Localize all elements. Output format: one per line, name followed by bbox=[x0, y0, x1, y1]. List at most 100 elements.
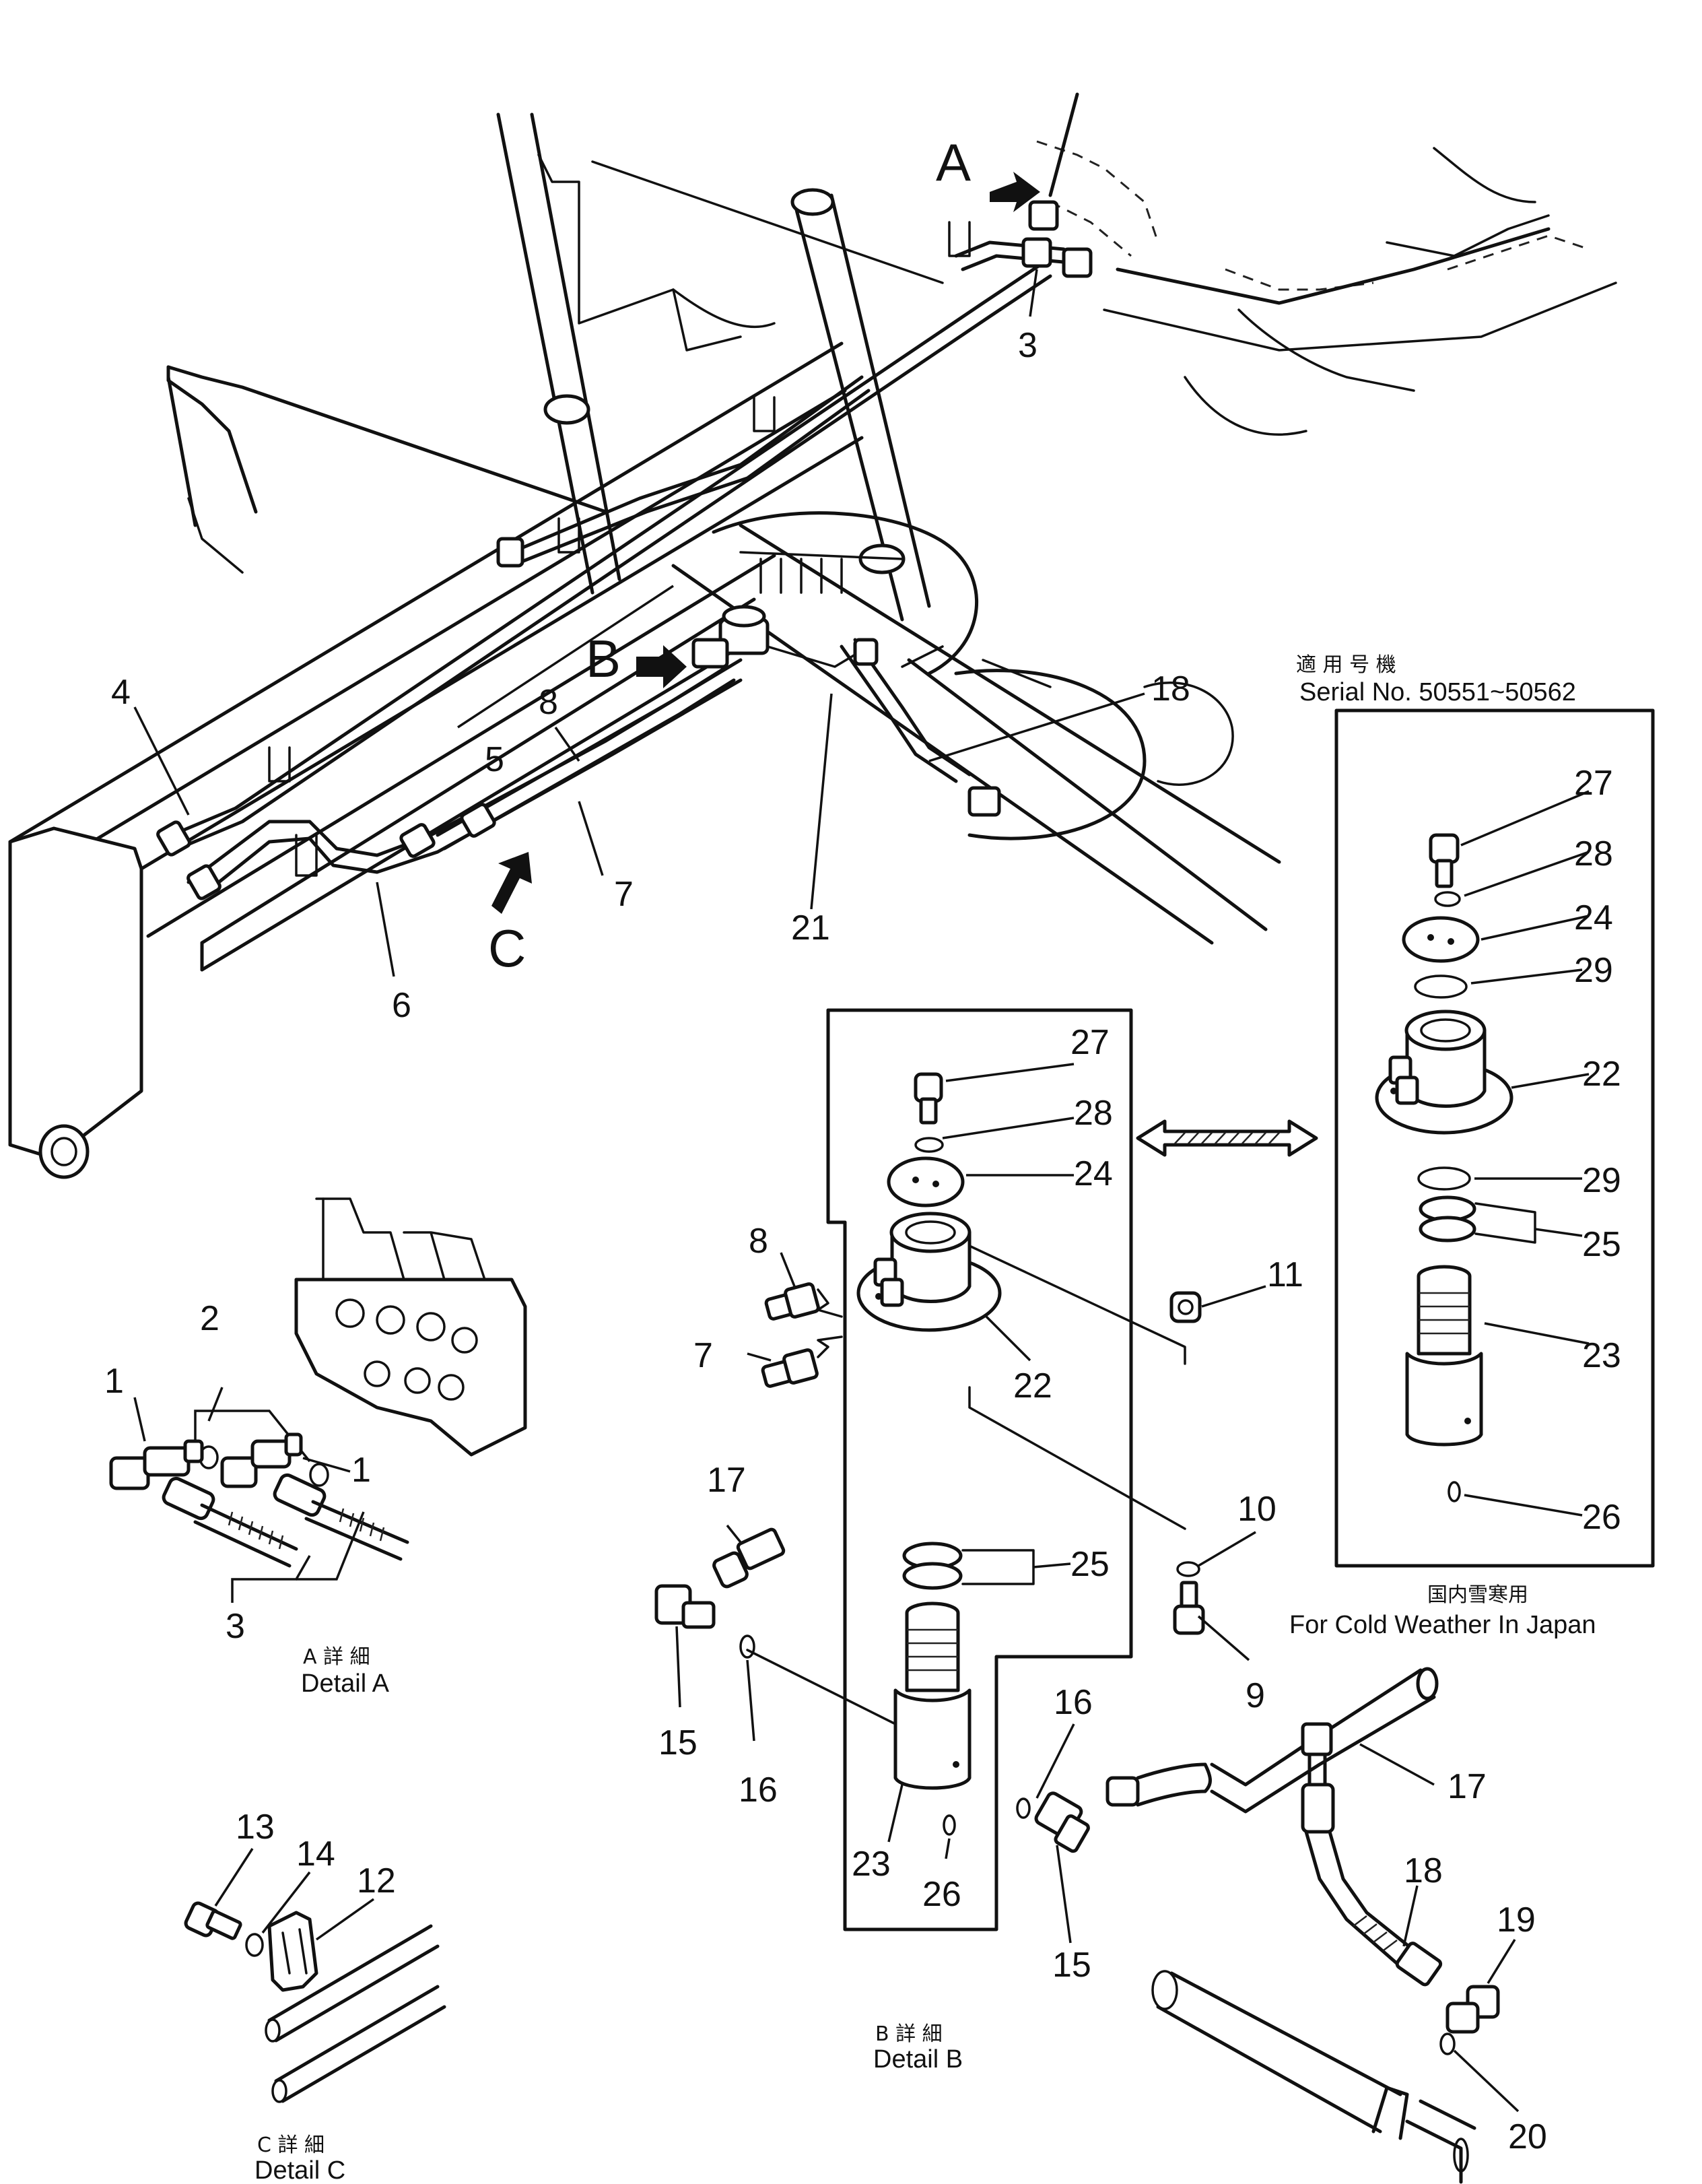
o-ring bbox=[1414, 974, 1468, 999]
callout-10: 10 bbox=[1237, 1490, 1276, 1529]
callout-17: 17 bbox=[1448, 1767, 1487, 1806]
o-ring bbox=[1439, 2032, 1456, 2055]
cold-weather-caption-jp: 国内雪寒用 bbox=[1427, 1583, 1528, 1607]
cylinder bbox=[1151, 1970, 1476, 2184]
callout-26: 26 bbox=[922, 1875, 961, 1914]
callout-13: 13 bbox=[236, 1808, 275, 1847]
view-marker-a: A bbox=[936, 133, 971, 192]
hose-assembly-view: 16 15 17 18 19 20 bbox=[1016, 1667, 1547, 2184]
pipe-tee bbox=[1105, 1667, 1439, 1814]
cold-weather-caption: For Cold Weather In Japan bbox=[1289, 1611, 1596, 1639]
callout-2: 2 bbox=[200, 1299, 219, 1338]
swivel-joint-block bbox=[691, 605, 944, 669]
bolt bbox=[1429, 833, 1460, 888]
bolt bbox=[1173, 1581, 1205, 1635]
moldboard-blade bbox=[166, 365, 608, 574]
cold-weather-frame bbox=[1334, 708, 1655, 1568]
view-marker-b: B bbox=[586, 629, 621, 688]
detail-b-frame bbox=[826, 1008, 1133, 1931]
spindle bbox=[893, 1601, 972, 1790]
callout-18: 18 bbox=[1151, 669, 1190, 708]
o-ring bbox=[739, 1634, 755, 1659]
adapter-fitting bbox=[764, 1282, 820, 1321]
callout-22: 22 bbox=[1582, 1055, 1621, 1094]
view-arrow-b bbox=[636, 645, 687, 688]
callout-25: 25 bbox=[1070, 1545, 1110, 1584]
hose-assembly bbox=[162, 1476, 298, 1568]
callout-24: 24 bbox=[1074, 1154, 1113, 1193]
detail-a-caption-jp: A 詳 細 bbox=[303, 1645, 370, 1669]
bolt bbox=[914, 1072, 943, 1125]
view-arrow-c bbox=[491, 852, 532, 914]
callout-4: 4 bbox=[111, 673, 131, 712]
serial-number: Serial No. 50551~50562 bbox=[1299, 678, 1576, 706]
lock-washer bbox=[1434, 891, 1461, 907]
callout-5: 5 bbox=[485, 740, 504, 779]
callout-18: 18 bbox=[1404, 1851, 1443, 1890]
detail-b: 27 28 24 8 7 22 11 10 9 17 25 15 16 23 2… bbox=[654, 1008, 1303, 2074]
view-marker-c: C bbox=[488, 919, 526, 978]
callout-3: 3 bbox=[226, 1607, 245, 1646]
rear-frame bbox=[537, 92, 1617, 786]
spindle bbox=[1405, 1265, 1483, 1447]
callout-23: 23 bbox=[1582, 1336, 1621, 1375]
detail-c-caption-jp: C 詳 細 bbox=[257, 2133, 325, 2157]
o-ring bbox=[309, 1463, 329, 1487]
elbow-fitting bbox=[654, 1584, 716, 1629]
detail-b-caption-jp: B 詳 細 bbox=[875, 2022, 943, 2046]
callout-28: 28 bbox=[1074, 1094, 1113, 1133]
callout-12: 12 bbox=[357, 1861, 396, 1900]
callout-7: 7 bbox=[693, 1336, 713, 1375]
plug bbox=[1169, 1291, 1202, 1323]
lift-cylinders bbox=[496, 112, 931, 622]
seal-rings bbox=[1419, 1195, 1476, 1243]
callout-11: 11 bbox=[1267, 1255, 1303, 1294]
swivel-body bbox=[1375, 1010, 1513, 1135]
main-assembly-view: A B C 3 4 5 8 7 6 21 18 bbox=[8, 92, 1617, 1179]
front-block bbox=[8, 826, 143, 1179]
cold-weather-variant: 適 用 号 機 Serial No. 50551~50562 bbox=[1289, 653, 1655, 1639]
detail-c-caption: Detail C bbox=[254, 2156, 345, 2184]
callout-16: 16 bbox=[739, 1771, 778, 1810]
lock-washer bbox=[1176, 1561, 1200, 1577]
elbow-fitting bbox=[109, 1439, 204, 1490]
washer bbox=[245, 1933, 264, 1957]
o-ring bbox=[1417, 1166, 1471, 1191]
callout-17: 17 bbox=[707, 1461, 746, 1500]
callout-24: 24 bbox=[1574, 898, 1613, 937]
detail-a: 2 1 1 3 A 詳 細 Detail A bbox=[104, 1197, 527, 1698]
callout-22: 22 bbox=[1013, 1366, 1052, 1405]
callout-1: 1 bbox=[351, 1451, 371, 1490]
bolt bbox=[184, 1901, 242, 1940]
detail-c: 13 14 12 C 詳 細 Detail C bbox=[184, 1808, 446, 2184]
callout-15: 15 bbox=[1052, 1946, 1091, 1985]
circle-turntable bbox=[712, 511, 1147, 840]
callout-29: 29 bbox=[1582, 1161, 1621, 1200]
callout-6: 6 bbox=[392, 986, 411, 1025]
set-screw bbox=[1448, 1481, 1461, 1502]
elbow-fitting bbox=[220, 1432, 303, 1488]
callout-14: 14 bbox=[296, 1834, 335, 1874]
callout-9: 9 bbox=[1246, 1676, 1265, 1715]
view-arrow-a bbox=[990, 172, 1040, 212]
callout-3: 3 bbox=[1018, 326, 1037, 365]
callout-29: 29 bbox=[1574, 951, 1613, 990]
callout-25: 25 bbox=[1582, 1225, 1621, 1264]
callout-8: 8 bbox=[749, 1222, 768, 1261]
retainer-plate bbox=[1402, 916, 1480, 963]
tube-pair bbox=[265, 1924, 446, 2103]
adapter-fitting bbox=[761, 1348, 819, 1388]
callout-19: 19 bbox=[1497, 1900, 1536, 1940]
set-screw bbox=[943, 1814, 956, 1836]
callout-20: 20 bbox=[1508, 2117, 1547, 2156]
seal-rings bbox=[902, 1542, 963, 1590]
interchange-arrow bbox=[1136, 1119, 1318, 1157]
hose-fitting bbox=[712, 1527, 786, 1589]
callout-15: 15 bbox=[658, 1723, 697, 1762]
control-valve bbox=[294, 1197, 527, 1457]
hydraulic-tube-lines bbox=[156, 200, 1093, 900]
callout-16: 16 bbox=[1054, 1683, 1093, 1722]
elbow-fitting bbox=[1445, 1985, 1500, 2034]
callout-1: 1 bbox=[104, 1362, 124, 1401]
